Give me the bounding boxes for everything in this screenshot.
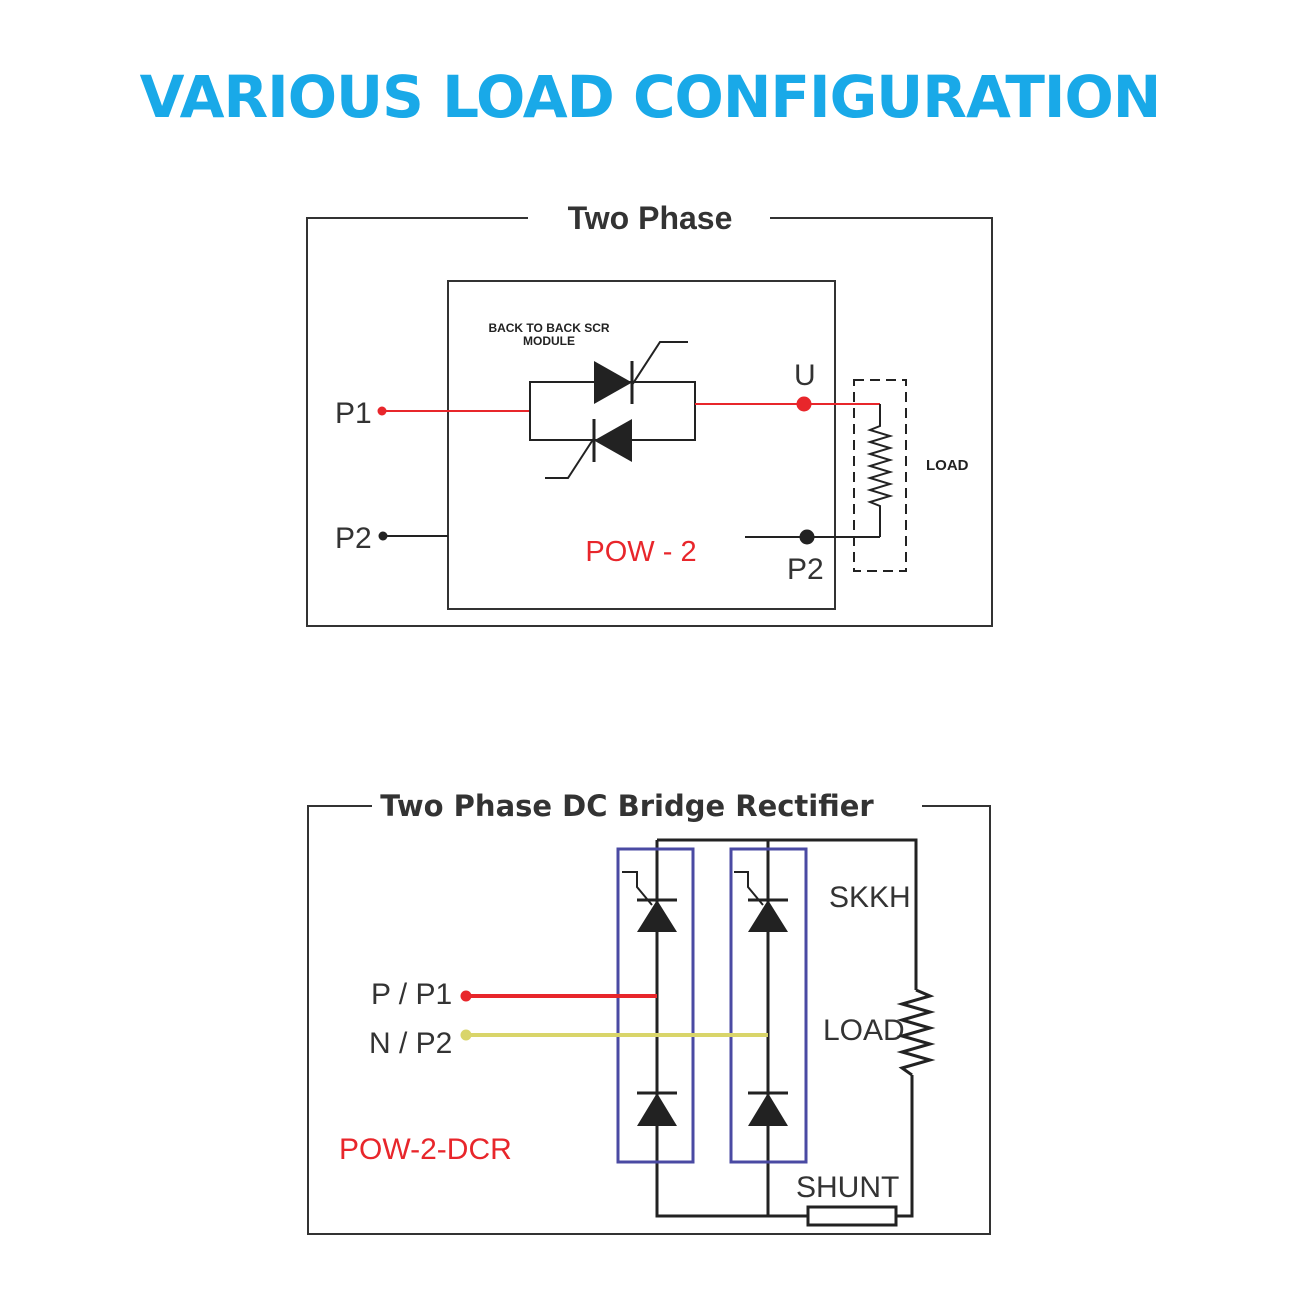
scr-module-label-line1: BACK TO BACK SCR [488,321,609,335]
main-title: VARIOUS LOAD CONFIGURATION [140,63,1161,131]
two-phase-load-label: LOAD [926,457,969,474]
terminal-p2-out-label: P2 [787,553,824,586]
skkh-module-right [729,840,808,1164]
dc-bridge-section: Two Phase DC Bridge Rectifier P / [307,789,991,1235]
terminal-p1-label: P1 [335,397,372,430]
dc-bridge-frame [307,805,991,1235]
dc-load-label: LOAD [823,1014,905,1047]
skkh-label: SKKH [829,881,911,914]
input-n-label: N / P2 [369,1027,452,1060]
terminal-p2-label: P2 [335,522,372,555]
pow2dcr-model-label: POW-2-DCR [339,1133,512,1166]
load-resistor [853,379,907,572]
bridge-top-bus [657,838,918,990]
back-to-back-scr [529,341,696,479]
pow2-controller-box [447,280,836,610]
terminal-p2-out-dot [799,529,815,545]
shunt-resistor [806,1205,898,1227]
two-phase-section: Two Phase BACK TO BACK SCR MODULE P1 U P… [306,200,993,627]
skkh-module-left [616,840,695,1164]
pow2-model-label: POW - 2 [585,536,696,568]
dc-bridge-title: Two Phase DC Bridge Rectifier [380,789,874,823]
dc-load-resistor [896,988,936,1077]
bridge-bottom-bus [655,1160,808,1218]
shunt-return-wire [896,1075,914,1218]
two-phase-title: Two Phase [568,200,733,236]
shunt-label: SHUNT [796,1171,899,1204]
two-phase-frame [306,217,993,627]
terminal-u-label: U [794,359,816,392]
scr-module-label-line2: MODULE [523,334,575,348]
terminal-u-dot [796,396,812,412]
input-p-label: P / P1 [371,978,452,1011]
